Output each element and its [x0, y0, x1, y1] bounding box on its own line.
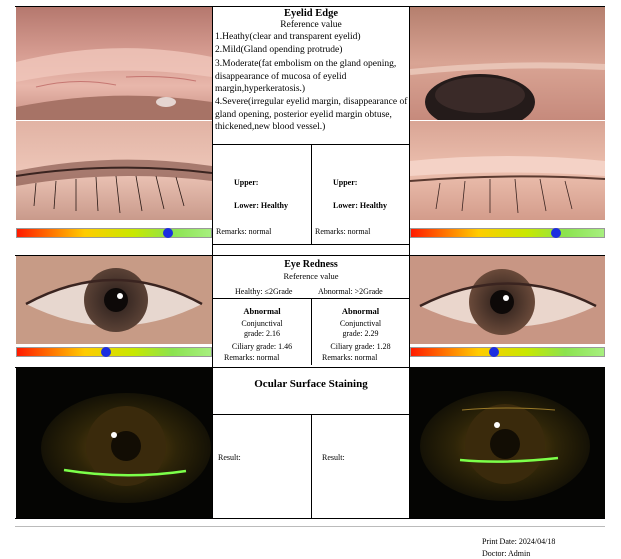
right-redness-remarks: Remarks: normal — [322, 353, 378, 362]
ocular-staining-title: Ocular Surface Staining — [254, 378, 368, 390]
left-eyelid-scale — [16, 228, 212, 238]
grid-line — [409, 6, 410, 519]
left-upper-eyelid-photo — [16, 7, 212, 120]
print-date: Print Date: 2024/04/18 — [482, 537, 556, 546]
right-redness-status: Abnormal — [341, 306, 380, 316]
left-conjunctival-label: Conjunctival — [241, 319, 283, 328]
left-eyelid-remarks: Remarks: normal — [216, 227, 272, 236]
grid-line — [15, 6, 605, 7]
right-staining-result: Result: — [322, 453, 345, 462]
doctor-name: Doctor: Admin — [482, 549, 531, 558]
right-eyelid-remarks: Remarks: normal — [315, 227, 371, 236]
eyelid-edge-title: Eyelid Edge — [284, 8, 338, 19]
eyelid-level-4: 4.Severe(irregular eyelid margin, disapp… — [215, 97, 408, 132]
eye-redness-reference: Reference value — [283, 271, 339, 281]
right-upper-result: Upper: — [333, 178, 358, 187]
grid-line — [15, 255, 605, 256]
grid-line — [212, 244, 409, 245]
right-ciliary-grade: Ciliary grade: 1.28 — [330, 342, 391, 351]
right-redness-scale — [410, 347, 605, 357]
grid-line — [311, 414, 312, 518]
eyelid-level-3: 3.Moderate(fat embolism on the gland ope… — [215, 59, 397, 94]
left-eyelid-scale-marker — [163, 228, 174, 238]
right-lower-eyelid-photo — [410, 121, 605, 220]
right-upper-eyelid-photo — [410, 7, 605, 120]
left-ciliary-grade: Ciliary grade: 1.46 — [231, 342, 293, 351]
eyelid-level-1: 1.Heathy(clear and transparent eyelid) — [215, 32, 361, 42]
left-redness-scale-marker — [101, 347, 112, 357]
right-eye-redness-photo — [410, 256, 605, 344]
left-lower-result: Lower: Healthy — [234, 201, 288, 210]
left-upper-result: Upper: — [234, 178, 259, 187]
right-redness-scale-marker — [488, 347, 499, 357]
grid-line — [212, 414, 409, 415]
grid-line — [311, 298, 312, 365]
left-eye-redness-photo — [16, 256, 212, 344]
grid-line — [212, 6, 213, 519]
grid-line — [15, 367, 605, 368]
eyelid-edge-reference: Reference value — [280, 20, 342, 30]
right-eyelid-scale — [410, 228, 605, 238]
left-redness-remarks: Remarks: normal — [224, 353, 280, 362]
right-lower-result: Lower: Healthy — [333, 201, 387, 210]
grid-line — [15, 518, 605, 519]
right-conjunctival-label: Conjunctival — [339, 319, 382, 328]
grid-line — [212, 298, 409, 299]
grid-line — [311, 144, 312, 244]
redness-abnormal-reference: Abnormal: >2Grade — [318, 287, 383, 296]
right-conjunctival-grade: grade: 2.29 — [342, 329, 379, 338]
grid-line — [212, 144, 409, 145]
redness-healthy-reference: Healthy: ≤2Grade — [235, 287, 293, 296]
eyelid-level-2: 2.Mild(Gland opending protrude) — [215, 45, 343, 55]
left-staining-photo — [16, 368, 212, 518]
left-staining-result: Result: — [218, 453, 241, 462]
right-staining-photo — [410, 368, 605, 518]
left-conjunctival-grade: grade: 2.16 — [244, 329, 280, 338]
eye-redness-title: Eye Redness — [284, 259, 338, 270]
grid-line — [15, 526, 605, 527]
left-redness-scale — [16, 347, 212, 357]
left-lower-eyelid-photo — [16, 121, 212, 220]
right-eyelid-scale-marker — [550, 228, 561, 238]
left-redness-status: Abnormal — [243, 306, 281, 316]
